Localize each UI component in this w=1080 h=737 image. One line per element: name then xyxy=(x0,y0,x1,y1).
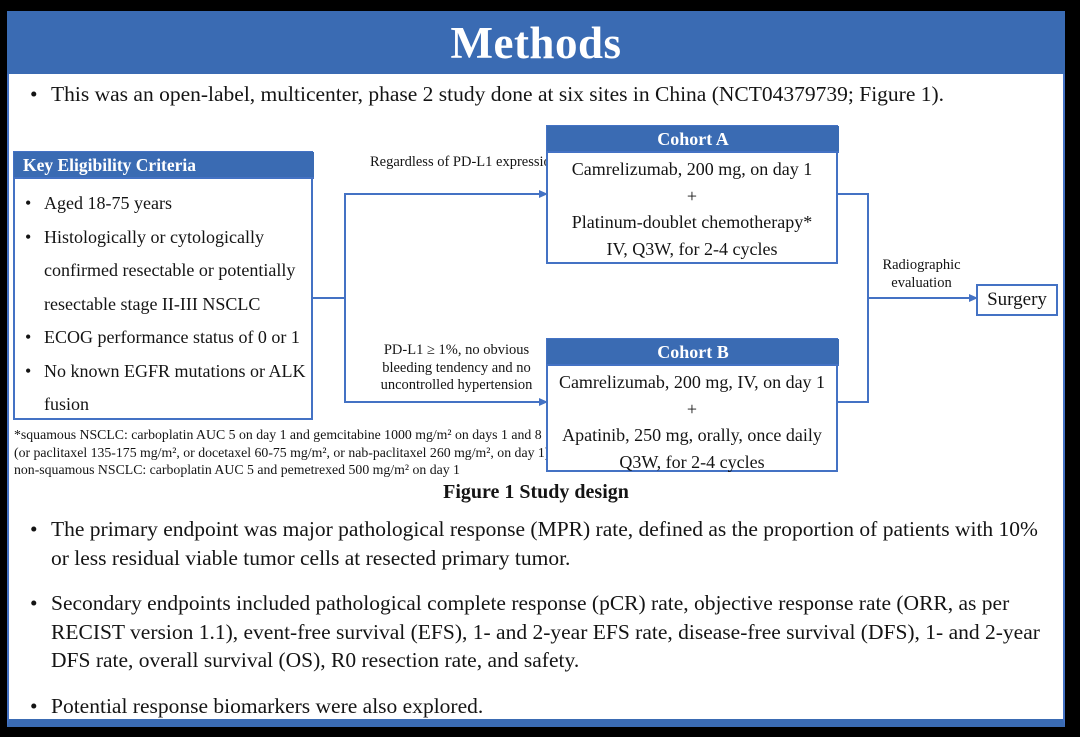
connector-cohort-b-out xyxy=(837,401,869,403)
branch-top-label: Regardless of PD-L1 expression xyxy=(369,154,559,170)
cohort-a-line: + xyxy=(686,185,698,206)
biomarkers-text: Potential response biomarkers were also … xyxy=(51,693,484,718)
connector-branch-vertical xyxy=(344,193,346,403)
bullet-marker: • xyxy=(25,360,32,381)
figure-caption: Figure 1 Study design xyxy=(443,481,629,503)
cohort-a-header: Cohort A xyxy=(547,126,839,153)
eligibility-item: • ECOG performance status of 0 or 1 xyxy=(17,321,307,355)
intro-bullet-text: This was an open-label, multicenter, pha… xyxy=(51,82,945,106)
bullet-marker: • xyxy=(30,82,38,106)
cohort-a-line: IV, Q3W, for 2-4 cycles xyxy=(606,238,778,259)
primary-endpoint-text: The primary endpoint was major pathologi… xyxy=(51,517,1038,570)
endpoint-bullets: • The primary endpoint was major patholo… xyxy=(21,515,1049,737)
cohort-b-body: Camrelizumab, 200 mg, IV, on day 1 + Apa… xyxy=(548,365,836,475)
secondary-endpoint-bullet: • Secondary endpoints included pathologi… xyxy=(21,589,1049,675)
branch-bottom-label: PD-L1 ≥ 1%, no obvious bleeding tendency… xyxy=(380,342,533,393)
biomarkers-bullet: • Potential response biomarkers were als… xyxy=(21,692,1049,721)
cohort-a-body: Camrelizumab, 200 mg, on day 1 + Platinu… xyxy=(548,152,836,262)
methods-slide: Methods • This was an open-label, multic… xyxy=(7,11,1065,727)
eligibility-header: Key Eligibility Criteria xyxy=(14,152,314,179)
secondary-endpoint-text: Secondary endpoints included pathologica… xyxy=(51,591,1040,672)
eligibility-item-text: Histologically or cytologically confirme… xyxy=(44,226,296,314)
title-banner: Methods xyxy=(7,11,1065,74)
cohort-b-line: Apatinib, 250 mg, orally, once daily xyxy=(562,425,822,445)
eligibility-item: • No known EGFR mutations or ALK fusion xyxy=(17,355,307,422)
eligibility-item-text: No known EGFR mutations or ALK fusion xyxy=(44,360,306,415)
surgery-label: Surgery xyxy=(987,289,1047,310)
eligibility-item: • Histologically or cytologically confir… xyxy=(17,221,307,322)
eligibility-item: • Aged 18-75 years xyxy=(17,187,307,221)
cohort-b-line: Q3W, for 2-4 cycles xyxy=(619,451,765,472)
slide-body: • This was an open-label, multicenter, p… xyxy=(9,74,1063,719)
bullet-marker: • xyxy=(25,193,32,213)
eligibility-items: • Aged 18-75 years • Histologically or c… xyxy=(15,178,311,422)
eligibility-item-text: ECOG performance status of 0 or 1 xyxy=(44,327,300,347)
arrow-to-cohort-b xyxy=(345,398,548,406)
cohort-b-line: Camrelizumab, 200 mg, IV, on day 1 xyxy=(558,372,826,392)
bullet-marker: • xyxy=(30,517,38,541)
chemotherapy-footnote: *squamous NSCLC: carboplatin AUC 5 on da… xyxy=(14,427,554,477)
cohort-b-header: Cohort B xyxy=(547,339,839,366)
cohort-a-line: Platinum-doublet chemotherapy* xyxy=(571,212,813,232)
bullet-marker: • xyxy=(30,591,38,615)
cohort-b-line: + xyxy=(686,398,698,419)
bullet-marker: • xyxy=(25,226,32,247)
arrow-to-surgery xyxy=(868,294,978,302)
cohort-b-box: Cohort B Camrelizumab, 200 mg, IV, on da… xyxy=(546,338,839,475)
primary-endpoint-bullet: • The primary endpoint was major patholo… xyxy=(21,515,1049,572)
surgery-box: Surgery xyxy=(976,284,1058,316)
eligibility-item-text: Aged 18-75 years xyxy=(44,193,172,213)
cohort-a-box: Cohort A Camrelizumab, 200 mg, on day 1 … xyxy=(546,125,839,264)
eligibility-box: Key Eligibility Criteria • Aged 18-75 ye… xyxy=(13,151,314,422)
radiographic-evaluation-label: Radiographic evaluation xyxy=(882,257,961,291)
bullet-marker: • xyxy=(25,327,32,347)
intro-bullet: • This was an open-label, multicenter, p… xyxy=(21,81,1056,108)
connector-eligibility-out xyxy=(312,297,346,299)
bullet-marker: • xyxy=(30,693,38,718)
connector-cohort-a-out xyxy=(837,193,869,195)
page-title: Methods xyxy=(450,17,622,68)
cohort-a-line: Camrelizumab, 200 mg, on day 1 xyxy=(571,159,813,179)
arrow-to-cohort-a xyxy=(345,190,548,198)
